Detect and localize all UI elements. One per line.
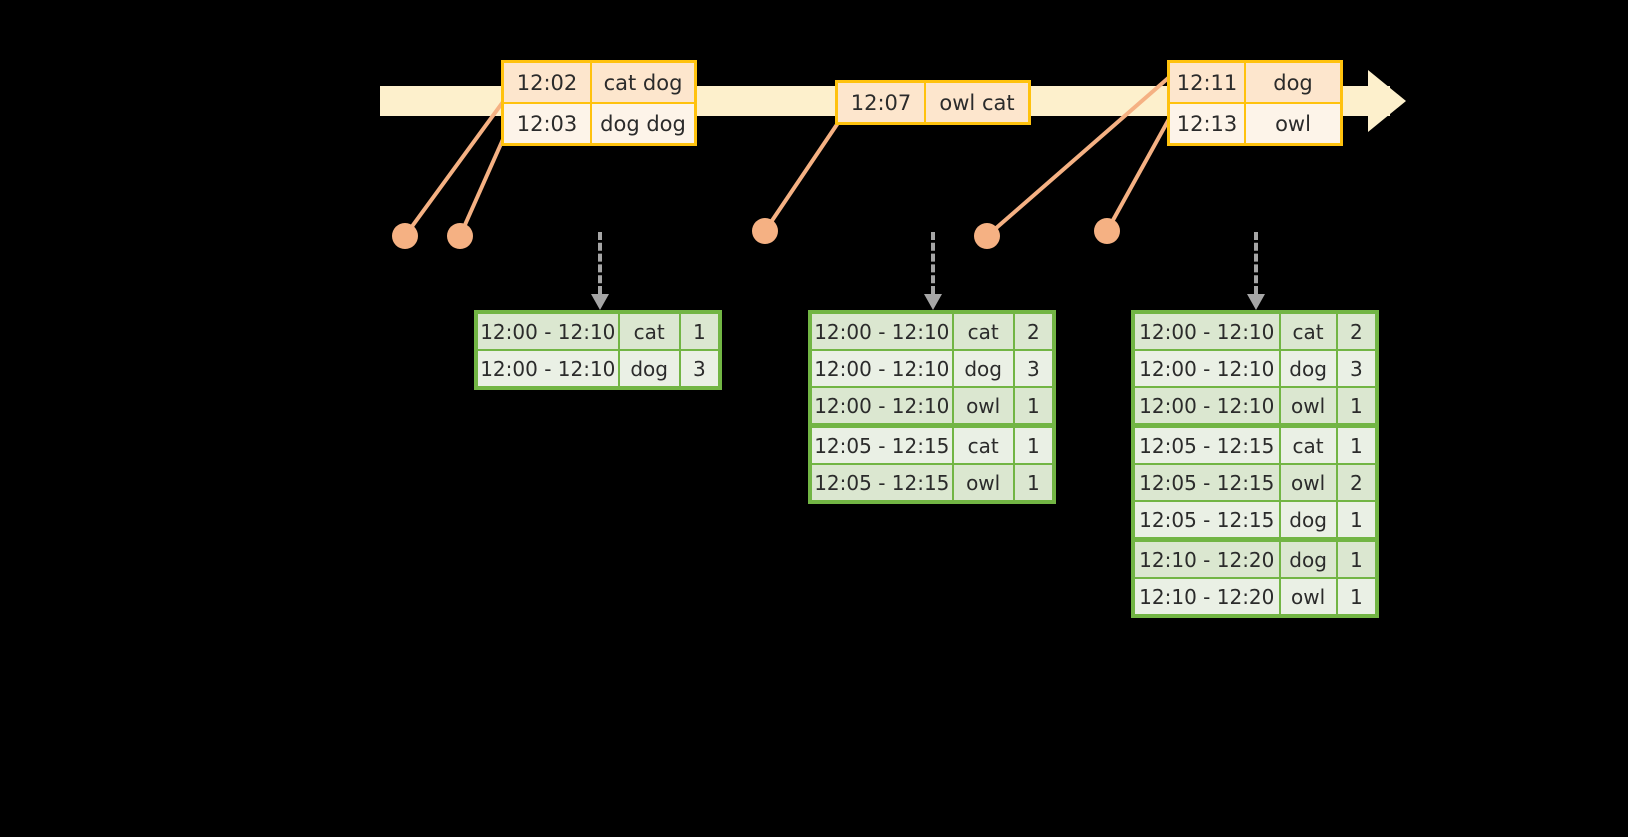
result-count: 1 bbox=[1336, 501, 1376, 538]
result-word: dog bbox=[952, 350, 1014, 387]
result-count: 3 bbox=[1013, 350, 1053, 387]
event-time: 12:11 bbox=[1170, 63, 1246, 102]
event-words: owl bbox=[1246, 104, 1340, 143]
result-count: 1 bbox=[679, 313, 719, 350]
result-word: owl bbox=[952, 387, 1014, 424]
result-window: 12:00 - 12:10 bbox=[811, 350, 953, 387]
event-row: 12:13 owl bbox=[1170, 102, 1340, 143]
result-window: 12:00 - 12:10 bbox=[811, 313, 953, 350]
result-count: 1 bbox=[1013, 427, 1053, 464]
result-count: 3 bbox=[679, 350, 719, 387]
result-word: cat bbox=[952, 313, 1014, 350]
event-box-2: 12:07 owl cat bbox=[835, 80, 1031, 125]
result-word: cat bbox=[1279, 427, 1337, 464]
result-window: 12:00 - 12:10 bbox=[1134, 350, 1280, 387]
event-box-3: 12:11 dog 12:13 owl bbox=[1167, 60, 1343, 146]
event-time: 12:02 bbox=[504, 63, 592, 102]
result-word: dog bbox=[1279, 501, 1337, 538]
result-word: cat bbox=[618, 313, 680, 350]
result-window: 12:00 - 12:10 bbox=[477, 350, 619, 387]
result-count: 1 bbox=[1336, 387, 1376, 424]
event-time: 12:13 bbox=[1170, 104, 1246, 143]
result-count: 1 bbox=[1336, 578, 1376, 615]
result-word: cat bbox=[1279, 313, 1337, 350]
result-word: owl bbox=[952, 464, 1014, 501]
connector-dot-2 bbox=[447, 223, 473, 249]
result-word: owl bbox=[1279, 387, 1337, 424]
result-window: 12:10 - 12:20 bbox=[1134, 578, 1280, 615]
event-time: 12:03 bbox=[504, 104, 592, 143]
connector-dot-1 bbox=[392, 223, 418, 249]
event-row: 12:03 dog dog bbox=[504, 102, 694, 143]
result-word: dog bbox=[1279, 541, 1337, 578]
result-count: 1 bbox=[1013, 387, 1053, 424]
event-words: dog dog bbox=[592, 104, 694, 143]
result-window: 12:00 - 12:10 bbox=[1134, 387, 1280, 424]
result-window: 12:00 - 12:10 bbox=[1134, 313, 1280, 350]
result-window: 12:05 - 12:15 bbox=[1134, 501, 1280, 538]
flow-arrow-1-icon bbox=[591, 232, 609, 310]
flow-arrow-2-icon bbox=[924, 232, 942, 310]
result-count: 2 bbox=[1336, 313, 1376, 350]
event-words: dog bbox=[1246, 63, 1340, 102]
result-count: 1 bbox=[1336, 427, 1376, 464]
result-word: owl bbox=[1279, 578, 1337, 615]
timeline-arrowhead-icon bbox=[1368, 70, 1406, 132]
result-window: 12:05 - 12:15 bbox=[811, 427, 953, 464]
event-words: cat dog bbox=[592, 63, 694, 102]
connector-dot-4 bbox=[974, 223, 1000, 249]
result-count: 1 bbox=[1013, 464, 1053, 501]
connector-dot-3 bbox=[752, 218, 778, 244]
result-count: 3 bbox=[1336, 350, 1376, 387]
result-count: 2 bbox=[1013, 313, 1053, 350]
event-row: 12:07 owl cat bbox=[838, 83, 1028, 122]
result-word: owl bbox=[1279, 464, 1337, 501]
result-word: dog bbox=[618, 350, 680, 387]
result-window: 12:05 - 12:15 bbox=[1134, 427, 1280, 464]
result-word: cat bbox=[952, 427, 1014, 464]
event-row: 12:02 cat dog bbox=[504, 63, 694, 102]
result-count: 2 bbox=[1336, 464, 1376, 501]
event-time: 12:07 bbox=[838, 83, 926, 122]
result-window: 12:10 - 12:20 bbox=[1134, 541, 1280, 578]
result-window: 12:00 - 12:10 bbox=[811, 387, 953, 424]
result-count: 1 bbox=[1336, 541, 1376, 578]
result-window: 12:00 - 12:10 bbox=[477, 313, 619, 350]
flow-arrow-3-icon bbox=[1247, 232, 1265, 310]
connector-dot-5 bbox=[1094, 218, 1120, 244]
event-row: 12:11 dog bbox=[1170, 63, 1340, 102]
result-window: 12:05 - 12:15 bbox=[811, 464, 953, 501]
result-window: 12:05 - 12:15 bbox=[1134, 464, 1280, 501]
result-word: dog bbox=[1279, 350, 1337, 387]
event-words: owl cat bbox=[926, 83, 1028, 122]
event-box-1: 12:02 cat dog 12:03 dog dog bbox=[501, 60, 697, 146]
